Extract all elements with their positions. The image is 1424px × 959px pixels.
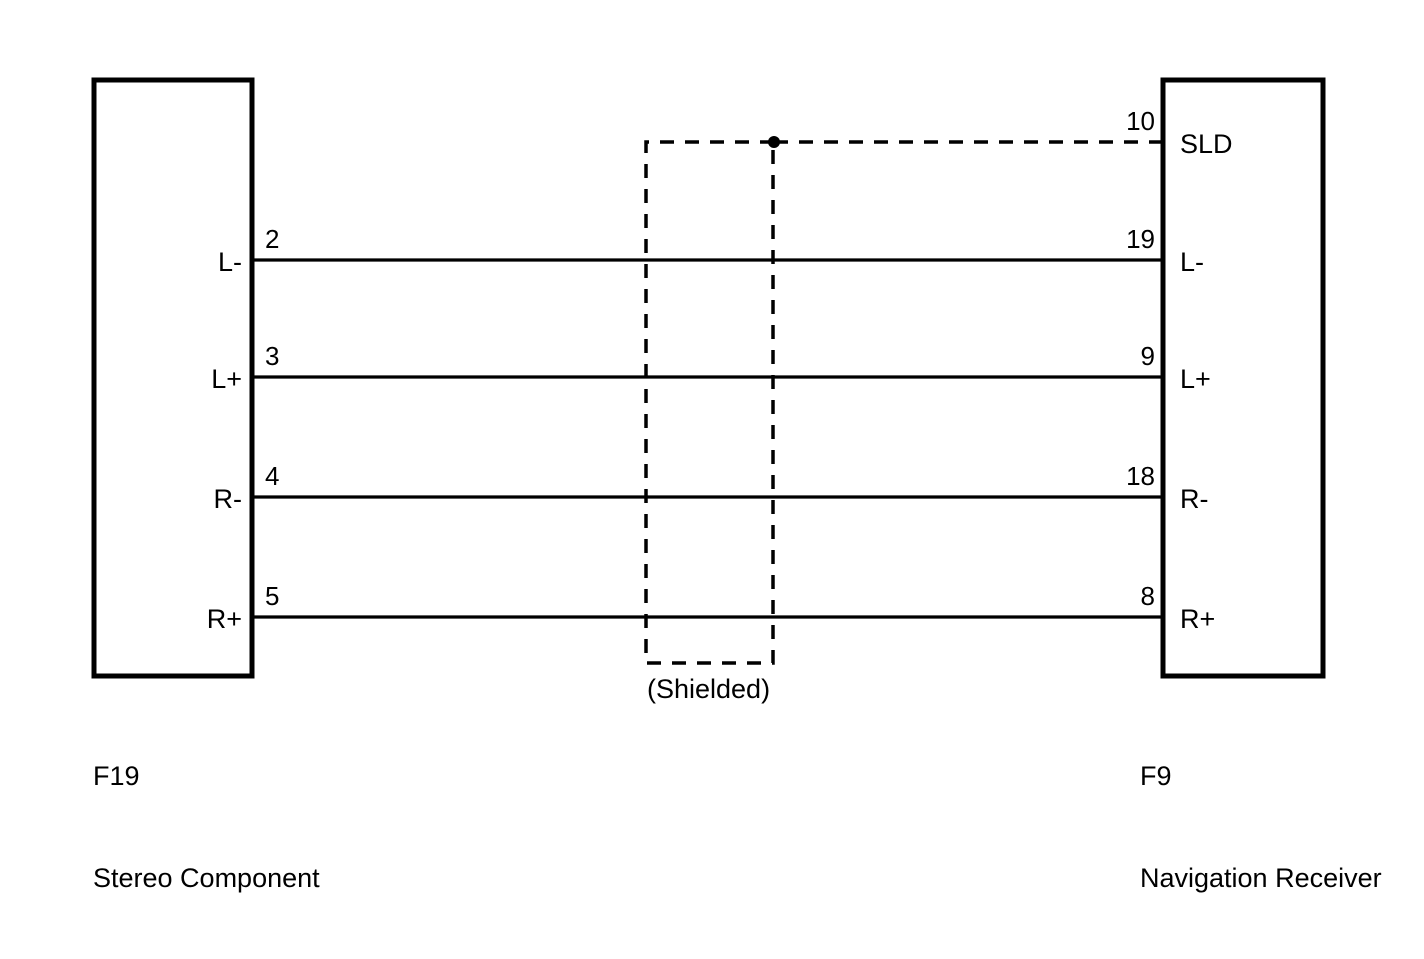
shield-junction-dot [768,136,780,148]
right-component-name-line1: Navigation Receiver [1140,863,1382,893]
right-component-code: F9 [1140,761,1172,791]
left-pin-number-4: 4 [265,461,280,491]
left-component-box [91,77,255,679]
left-pin-number-2: 2 [265,224,280,254]
left-component-code: F19 [93,761,140,791]
right-pin-number-8: 8 [1140,581,1155,611]
left-pin-signal-l-minus: L- [217,247,242,277]
right-pin-signal-sld: SLD [1180,129,1233,159]
left-component-caption: F19 Stereo Component Amplifier [93,691,320,959]
right-pin-signal-l-plus: L+ [1180,364,1211,394]
right-component-box [1160,77,1326,679]
right-pin-number-19: 19 [1126,224,1155,254]
shield-label: (Shielded) [647,674,771,704]
left-pin-number-5: 5 [265,581,280,611]
right-component-caption: F9 Navigation Receiver Assembly [1140,691,1382,959]
shield-boundary [644,140,775,665]
left-pin-signal-l-plus: L+ [211,364,242,394]
right-pin-number-18: 18 [1126,461,1155,491]
left-component-name-line1: Stereo Component [93,863,320,893]
right-pin-number-10: 10 [1126,106,1155,136]
right-pin-number-9: 9 [1140,341,1155,371]
left-pin-number-3: 3 [265,341,280,371]
left-pin-signal-r-plus: R+ [206,604,242,634]
right-pin-signal-l-minus: L- [1180,247,1205,277]
right-pin-signal-r-plus: R+ [1180,604,1216,634]
right-pin-signal-r-minus: R- [1180,484,1209,514]
left-pin-signal-r-minus: R- [213,484,243,514]
